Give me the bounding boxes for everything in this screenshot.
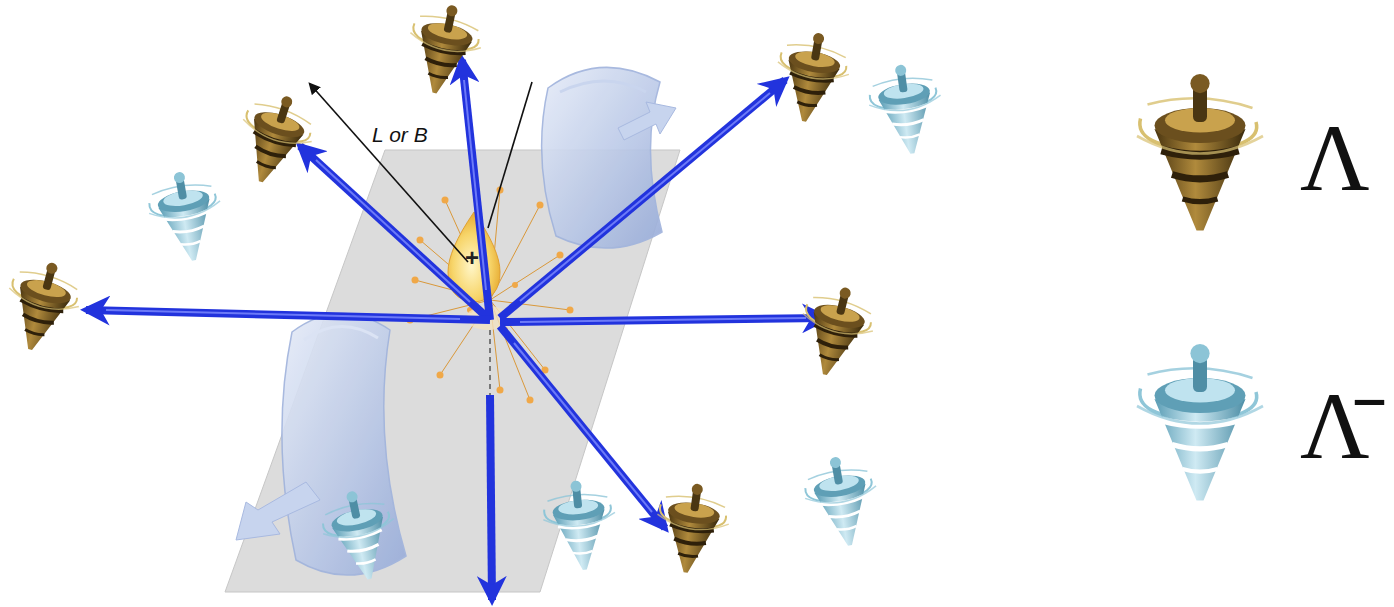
emission-arrow (490, 395, 492, 600)
legend-lambda-sample (1137, 74, 1263, 231)
dashed-axis (489, 330, 491, 400)
lambda-top (769, 27, 855, 128)
emission-arrow (462, 60, 490, 320)
lambda-top (650, 479, 734, 578)
motion-arrow (618, 102, 676, 140)
emission-arrow (300, 146, 490, 320)
emission-arrow (500, 318, 826, 322)
lambda-top (0, 254, 88, 359)
emission-arrow (86, 310, 490, 320)
emission-arrows (86, 60, 826, 600)
emission-arrow (500, 326, 665, 528)
lambda-top (399, 0, 488, 100)
antilambda-top (540, 477, 621, 574)
legend-entry: Λ (1300, 110, 1370, 206)
nucleus-shading (560, 81, 646, 92)
legend-antilambda-sample (1137, 344, 1263, 501)
arrow-highlights (106, 80, 806, 512)
antilambda-top (316, 484, 405, 587)
antilambda-top (799, 451, 885, 552)
spectator-nucleus (542, 67, 662, 248)
axis-label: L or B (372, 124, 428, 145)
antilambda-top (864, 60, 948, 159)
motion-arrow (236, 482, 320, 540)
antilambda-top (143, 166, 229, 267)
legend-entry: Λ̄ (1300, 378, 1370, 474)
nucleus-shading (304, 326, 378, 340)
beam-axis (488, 82, 532, 228)
charge-sign: + (465, 246, 479, 270)
legend-text: Λ (1300, 110, 1370, 206)
lambda-top (227, 86, 323, 193)
emission-arrow (500, 80, 785, 318)
lambda-top (790, 279, 882, 383)
legend-text: Λ̄ (1300, 378, 1370, 474)
